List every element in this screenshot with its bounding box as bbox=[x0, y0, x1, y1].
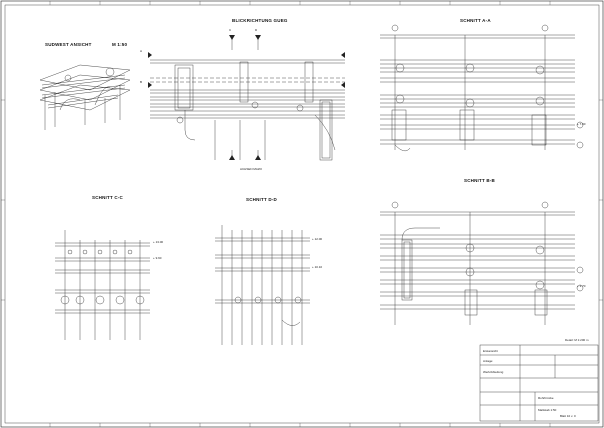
marker-b: B bbox=[140, 80, 143, 84]
plan-view bbox=[150, 35, 345, 161]
iso-view bbox=[39, 64, 131, 130]
iso-view-scale: M 1:50 bbox=[112, 42, 128, 47]
plan-view-title: BLICKRICHTUNG GUEG bbox=[232, 18, 288, 23]
elevation-label: + 13.00 bbox=[153, 240, 164, 244]
title-block-row: Maßstab 1:50 bbox=[538, 408, 557, 412]
section-cc-title: SCHNITT C-C bbox=[92, 195, 123, 200]
section-bb-view bbox=[380, 201, 584, 325]
axis-note: ACHSEN MAZO bbox=[240, 167, 263, 171]
elevation-label: + 9.60 bbox=[153, 256, 162, 260]
title-block-frame bbox=[479, 344, 599, 422]
plan-section-markers bbox=[148, 35, 345, 160]
elevation-label: + 12.00 bbox=[312, 237, 323, 241]
section-dd-view bbox=[215, 225, 310, 345]
elevation-label: + 3.70 bbox=[577, 284, 586, 288]
scale-note: Detail: M 1:200 m bbox=[565, 338, 589, 342]
iso-view-title: SUDWEST ANSICHT bbox=[45, 42, 92, 47]
elevation-label: + 7.00 bbox=[577, 122, 586, 126]
title-block-row: Erstansicht bbox=[483, 349, 498, 353]
marker-a: A bbox=[140, 49, 143, 53]
elevation-label: + 10.10 bbox=[312, 265, 323, 269]
section-aa-title: SCHNITT A-A bbox=[460, 18, 491, 23]
marker-c: C bbox=[229, 28, 232, 32]
title-block-row: Werk/Abteilung bbox=[483, 370, 504, 374]
section-cc-view bbox=[55, 230, 150, 340]
title-block-row: Rohrbrücke bbox=[538, 396, 554, 400]
section-dd-title: SCHNITT D-D bbox=[246, 197, 277, 202]
marker-d: D bbox=[255, 28, 258, 32]
section-bb-title: SCHNITT B-B bbox=[464, 178, 495, 183]
sheet-number: Blatt 10 v. 0 bbox=[560, 414, 576, 418]
title-block-row: Anlage: bbox=[483, 359, 494, 363]
section-aa-view bbox=[380, 24, 584, 152]
inner-frame bbox=[4, 4, 600, 424]
